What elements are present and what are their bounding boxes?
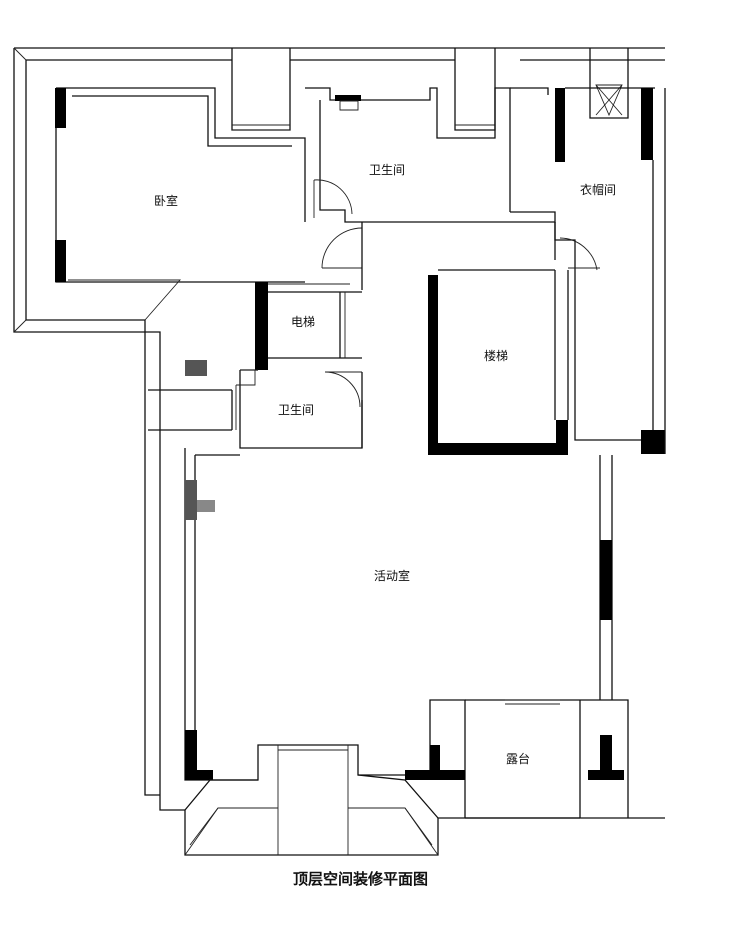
corridor — [321, 222, 556, 290]
room-label-activity-room: 活动室 — [374, 568, 410, 583]
room-label-bedroom: 卧室 — [154, 193, 178, 208]
bottom-bay — [184, 774, 439, 856]
room-label-cloakroom: 衣帽间 — [580, 182, 616, 197]
room-label-bathroom-mid: 卫生间 — [278, 403, 314, 417]
plan-title: 顶层空间装修平面图 — [293, 870, 428, 888]
activity-room-walls — [184, 448, 613, 855]
room-label-elevator: 电梯 — [291, 315, 315, 329]
room-label-stairs: 楼梯 — [484, 348, 508, 363]
room-label-terrace: 露台 — [506, 751, 530, 766]
top-bathroom-walls — [305, 87, 556, 223]
room-label-bathroom-top: 卫生间 — [369, 163, 405, 177]
top-window-bays — [231, 48, 629, 131]
outer-wall — [13, 47, 665, 856]
bedroom-walls — [55, 87, 306, 321]
elevator-walls — [255, 282, 362, 370]
terrace-walls — [465, 699, 629, 819]
stairs-walls — [428, 269, 569, 455]
mid-bathroom-walls — [148, 360, 363, 449]
cloakroom-walls — [510, 87, 666, 454]
